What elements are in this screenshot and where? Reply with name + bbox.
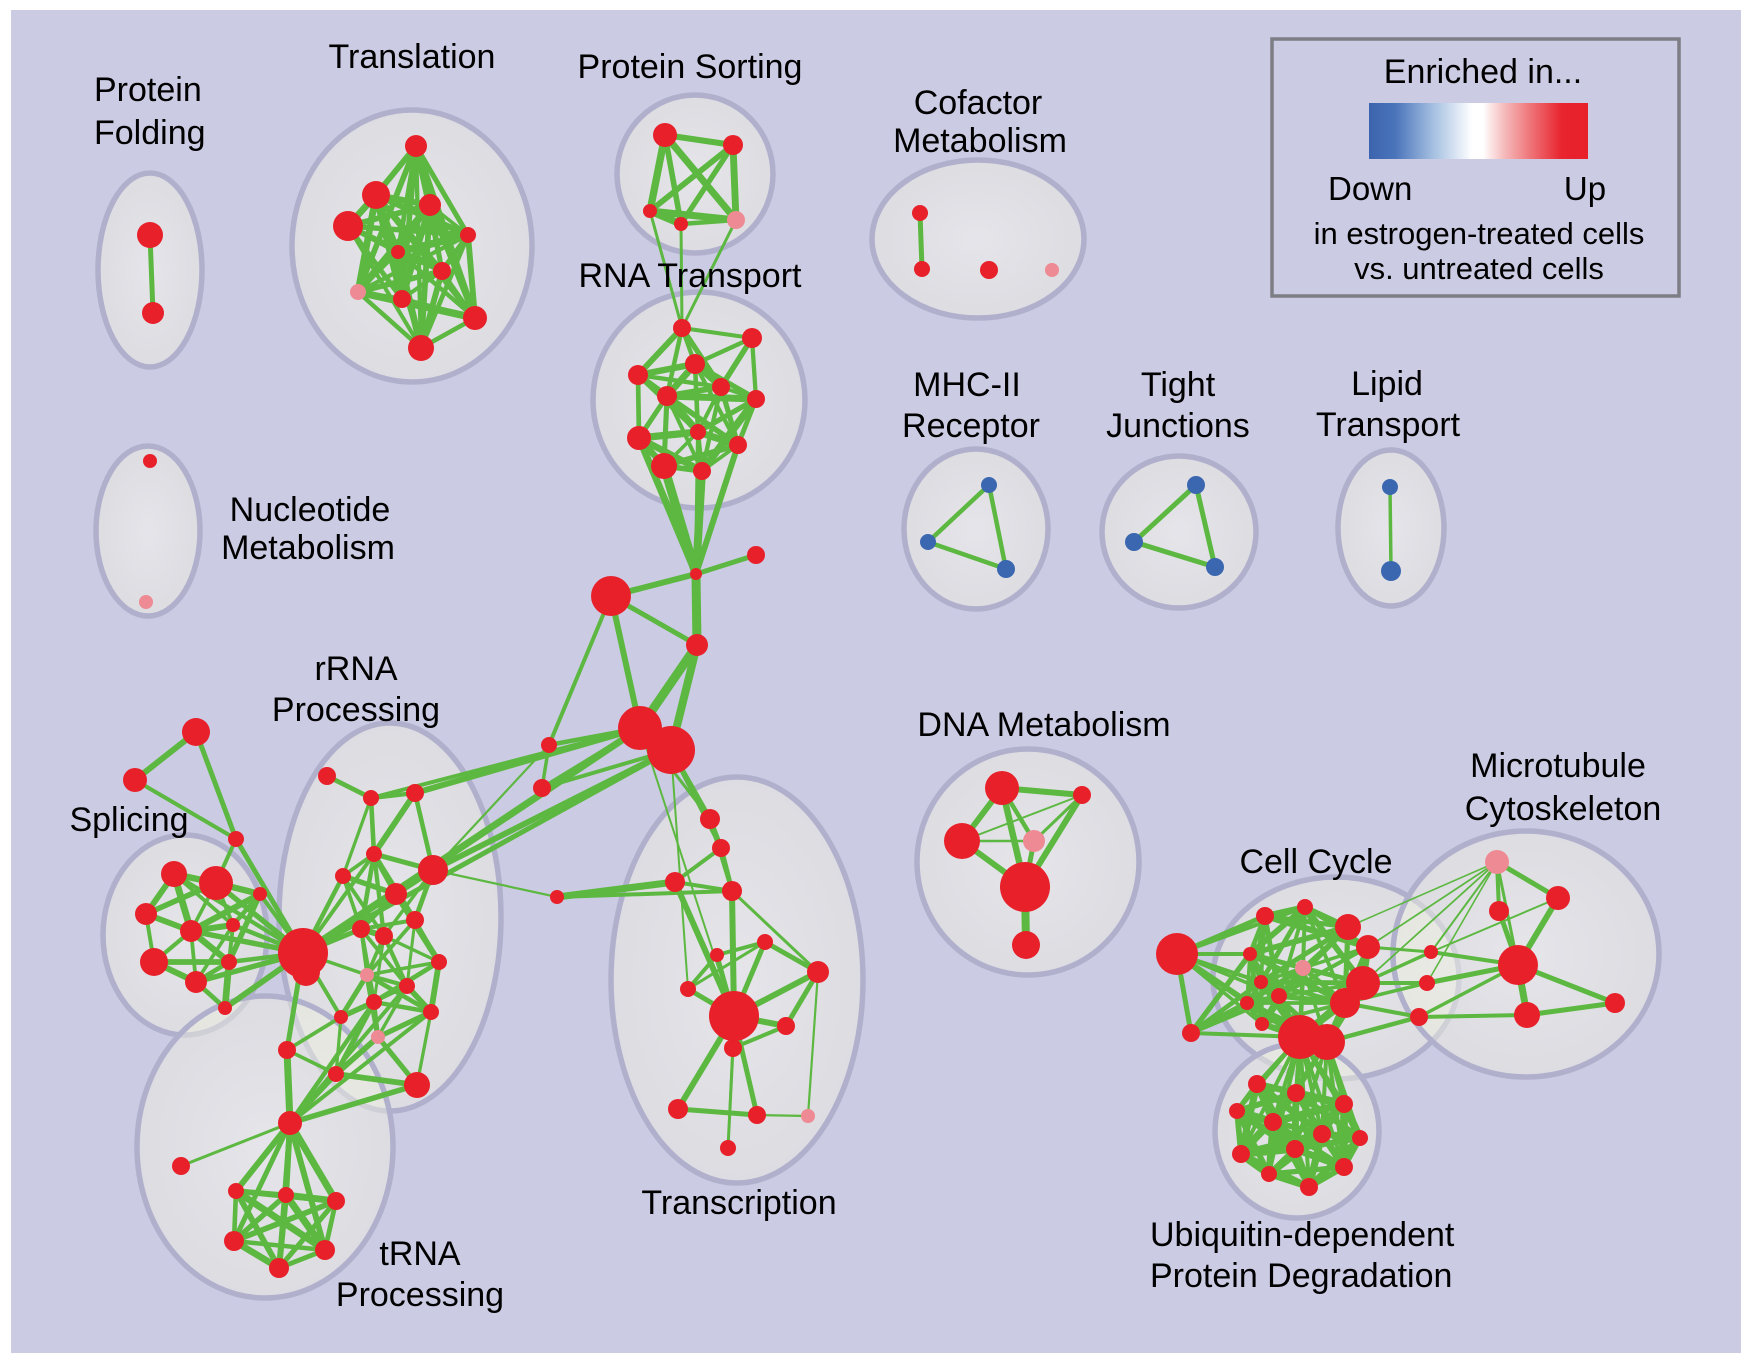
svg-text:Receptor: Receptor (902, 407, 1040, 445)
svg-text:Cytoskeleton: Cytoskeleton (1465, 790, 1662, 828)
svg-text:in estrogen-treated cells: in estrogen-treated cells (1314, 216, 1645, 251)
svg-text:Tight: Tight (1141, 366, 1216, 404)
svg-text:vs. untreated cells: vs. untreated cells (1354, 251, 1604, 286)
svg-text:Cofactor: Cofactor (914, 84, 1043, 122)
svg-text:Metabolism: Metabolism (221, 529, 395, 567)
svg-text:MHC-II: MHC-II (913, 366, 1021, 404)
svg-text:Microtubule: Microtubule (1470, 747, 1646, 785)
svg-text:Splicing: Splicing (69, 801, 188, 839)
svg-text:Junctions: Junctions (1106, 407, 1250, 445)
svg-text:Transcription: Transcription (641, 1184, 836, 1222)
svg-text:Down: Down (1328, 170, 1412, 207)
svg-text:Metabolism: Metabolism (893, 122, 1067, 160)
svg-text:Up: Up (1564, 170, 1606, 207)
svg-text:Cell Cycle: Cell Cycle (1239, 843, 1392, 881)
svg-text:Nucleotide: Nucleotide (230, 491, 391, 529)
svg-text:Folding: Folding (94, 114, 206, 152)
svg-text:Protein Degradation: Protein Degradation (1150, 1257, 1452, 1295)
svg-text:DNA Metabolism: DNA Metabolism (917, 706, 1170, 744)
svg-text:RNA Transport: RNA Transport (579, 257, 803, 295)
svg-text:Protein: Protein (94, 71, 202, 109)
svg-text:Processing: Processing (272, 691, 440, 729)
svg-text:Processing: Processing (336, 1276, 504, 1314)
svg-text:Ubiquitin-dependent: Ubiquitin-dependent (1150, 1216, 1455, 1254)
svg-text:Translation: Translation (329, 38, 496, 76)
svg-text:Enriched in...: Enriched in... (1384, 53, 1582, 91)
svg-text:Protein Sorting: Protein Sorting (578, 48, 803, 86)
svg-text:rRNA: rRNA (314, 650, 397, 688)
svg-text:Transport: Transport (1316, 406, 1461, 444)
svg-text:Lipid: Lipid (1351, 365, 1423, 403)
svg-text:tRNA: tRNA (379, 1235, 461, 1273)
